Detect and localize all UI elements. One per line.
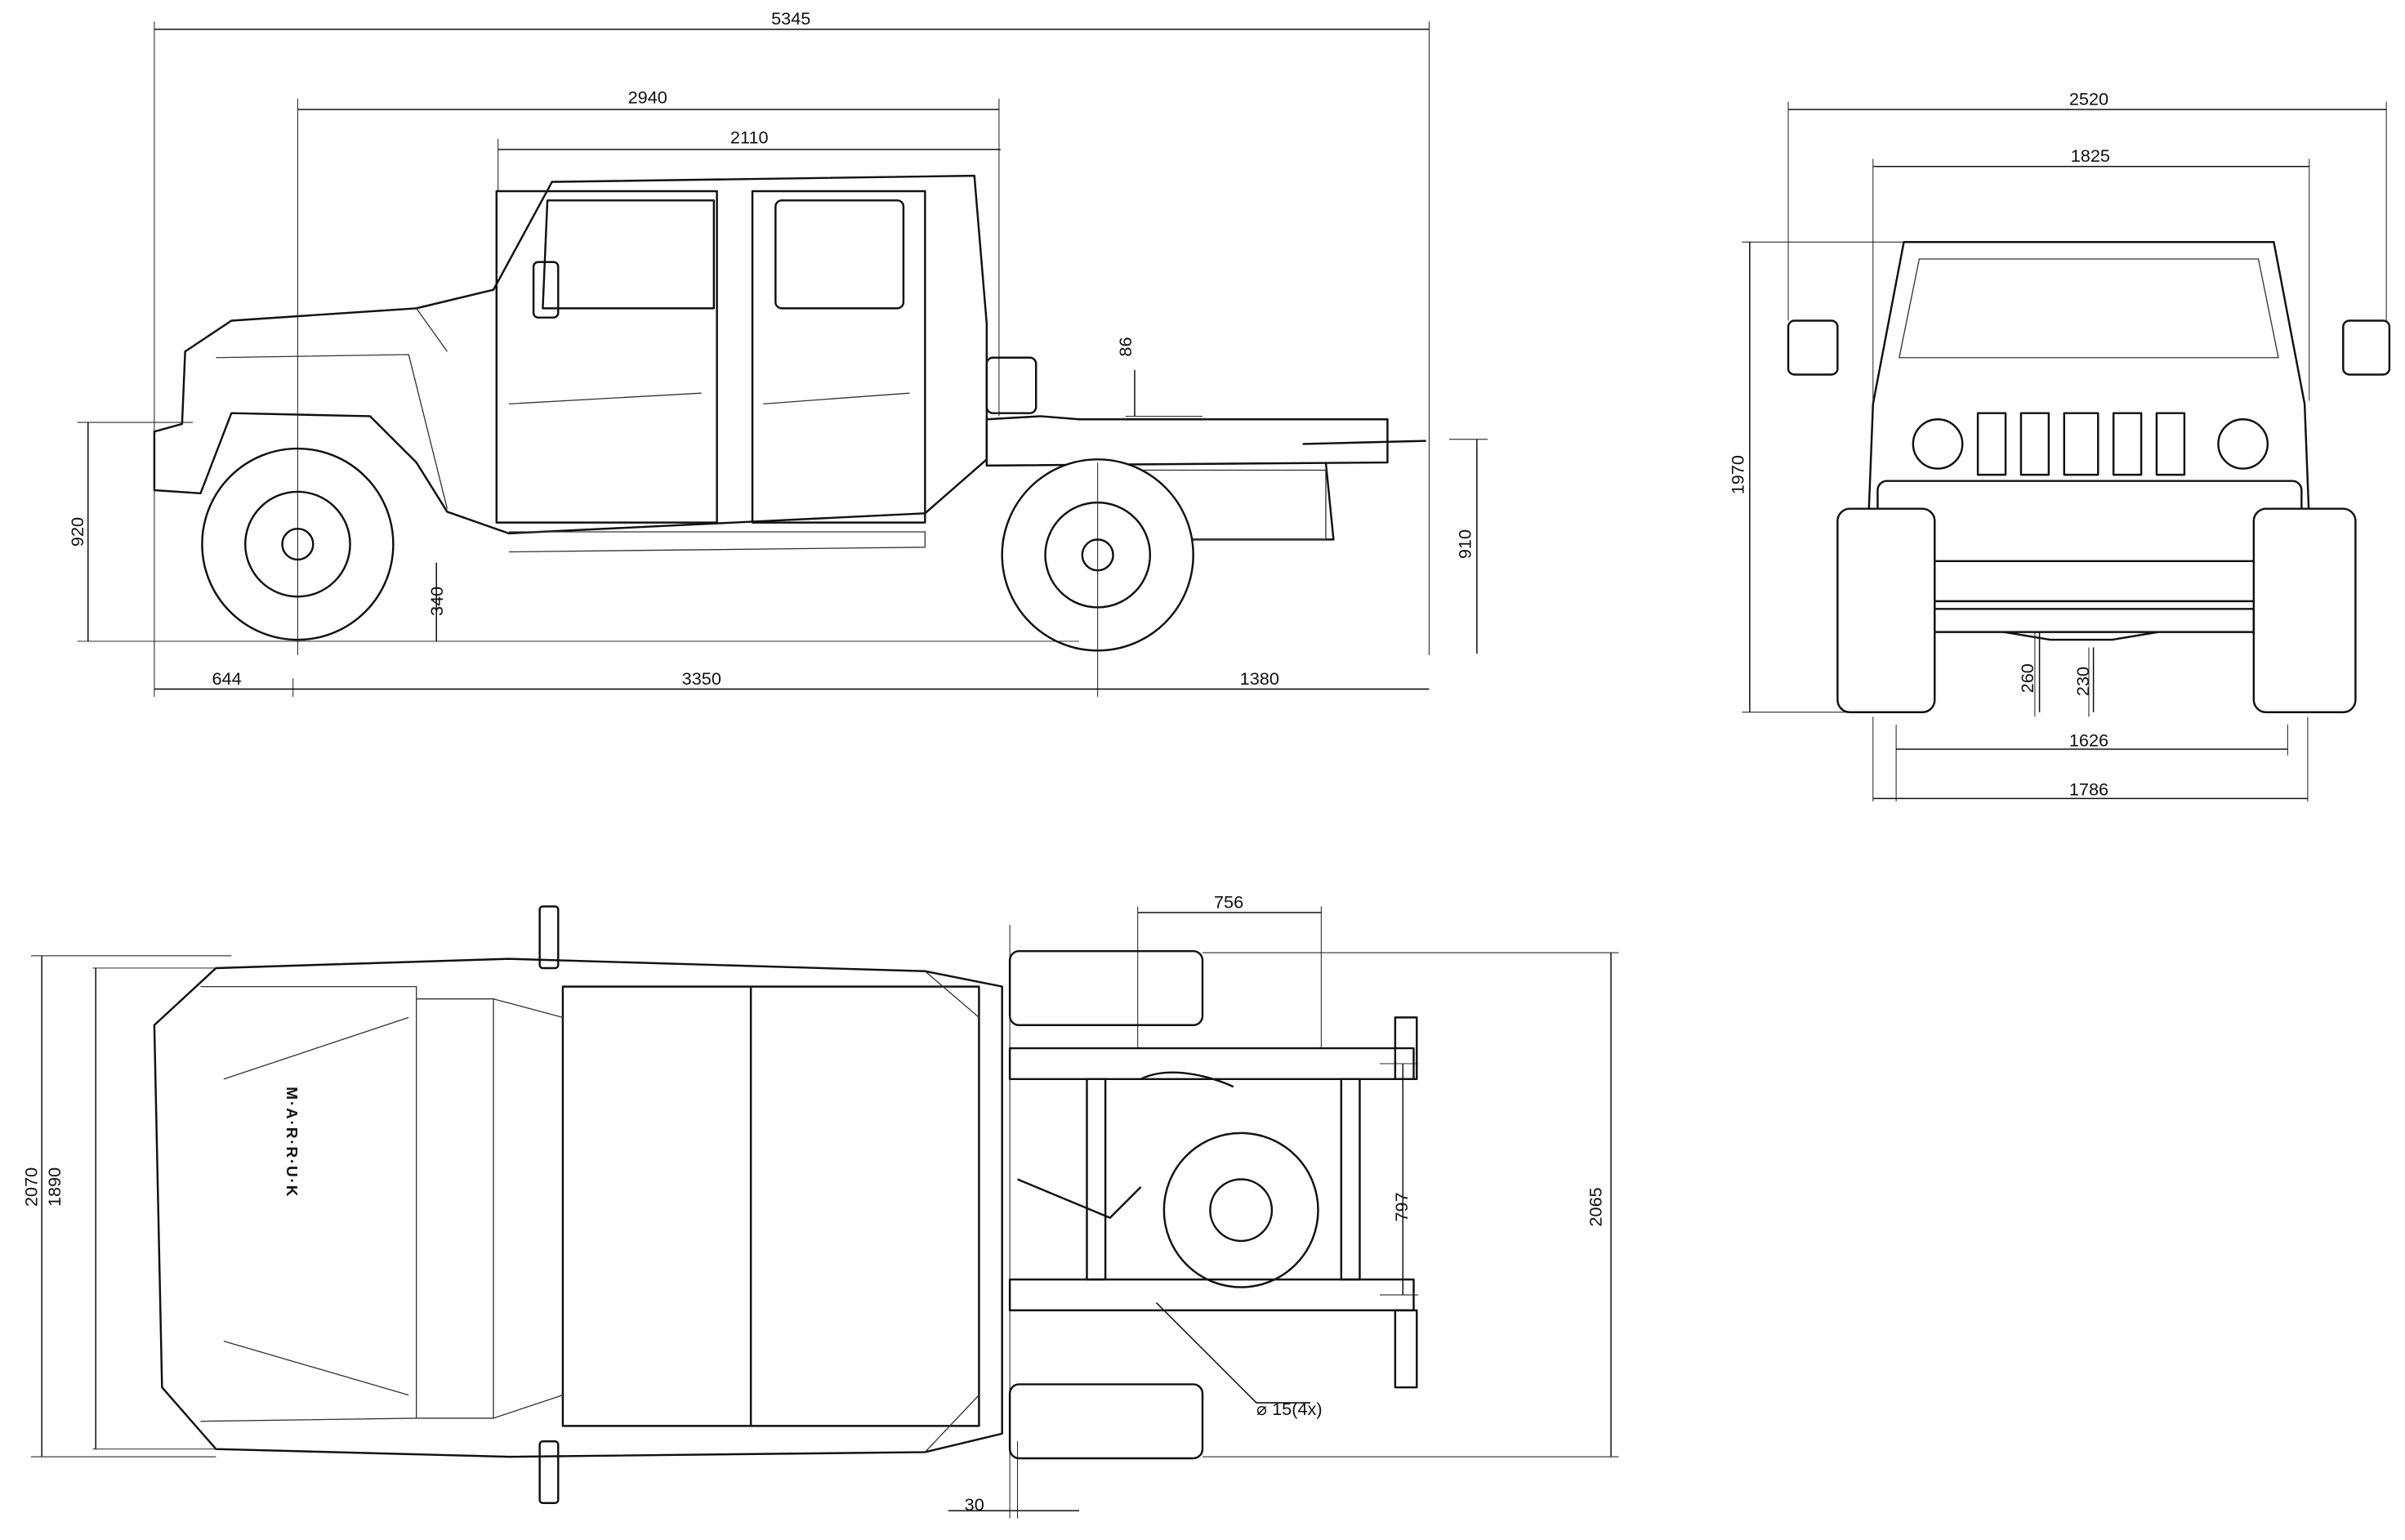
front-left-tire (1836, 507, 1936, 713)
dim-body-width: 1825 (2071, 145, 2110, 166)
dim-door-span: 2110 (730, 127, 769, 147)
dim-tire-outer-width: 1786 (2069, 779, 2108, 800)
top-view: M·A·R·R·U·K 756 2070 1890 797 2065 30 (21, 891, 1619, 1519)
rear-door (751, 190, 926, 524)
front-grille (1976, 412, 2186, 476)
dim-bed-height: 86 (1115, 337, 1136, 356)
rear-right-tire-top (1008, 1383, 1204, 1460)
front-right-tire (2252, 507, 2357, 713)
left-headlight (1912, 418, 1964, 470)
side-mirror (532, 261, 560, 319)
dim-width-body: 1890 (44, 1167, 65, 1207)
left-mirror (1787, 319, 1839, 376)
hole-callout: ⌀ 15(4x) (1256, 1399, 1323, 1419)
right-mirror (2342, 319, 2391, 376)
front-view: 2520 1825 1970 260 230 1626 1786 (1727, 88, 2391, 802)
rear-chassis-top (1008, 949, 1418, 1460)
fuel-tank (985, 356, 1037, 414)
dim-front-axle-clearance: 260 (2017, 663, 2037, 693)
top-right-mirror (538, 1440, 560, 1504)
rear-left-tire-top (1008, 949, 1204, 1027)
dim-front-overhang: 644 (212, 668, 242, 689)
side-dimensions: 5345 2940 2110 644 3350 1380 920 340 910… (67, 8, 1488, 697)
front-dimensions: 2520 1825 1970 260 230 1626 1786 (1727, 88, 2387, 802)
dim-rail-spacing: 797 (1391, 1192, 1412, 1221)
dim-track-width: 1626 (2069, 730, 2108, 750)
dim-diff-clearance: 230 (2073, 667, 2093, 696)
dim-frame-spacing: 756 (1214, 891, 1243, 912)
spare-tire (1162, 1132, 1319, 1288)
hood-lettering: M·A·R·R·U·K (283, 1087, 301, 1198)
dim-rear-width: 2065 (1586, 1187, 1606, 1226)
dim-wheelbase: 3350 (682, 668, 721, 689)
front-door (495, 190, 718, 524)
top-body (153, 957, 1003, 1458)
windshield (1899, 258, 2279, 359)
dim-height: 1970 (1727, 455, 1747, 494)
dim-mirror-width: 2520 (2069, 88, 2108, 109)
dim-rear-overhang: 1380 (1240, 668, 1279, 689)
dim-offset: 30 (965, 1494, 984, 1515)
dim-ground-clearance: 340 (426, 587, 447, 616)
top-dimensions: 756 2070 1890 797 2065 30 ⌀ 15(4x) (21, 891, 1619, 1519)
cab-roof (561, 985, 980, 1427)
dim-overall-length: 5345 (771, 8, 810, 29)
dim-front-height: 920 (67, 517, 87, 547)
rear-window (774, 199, 905, 310)
top-left-mirror (538, 905, 560, 970)
side-view: 5345 2940 2110 644 3350 1380 920 340 910… (67, 8, 1488, 697)
front-bumper (1876, 480, 2303, 563)
front-window (542, 199, 716, 310)
right-headlight (2217, 418, 2269, 470)
dim-cab-length: 2940 (628, 87, 667, 107)
dim-rear-height: 910 (1454, 529, 1475, 559)
dim-width-overall: 2070 (21, 1167, 42, 1207)
